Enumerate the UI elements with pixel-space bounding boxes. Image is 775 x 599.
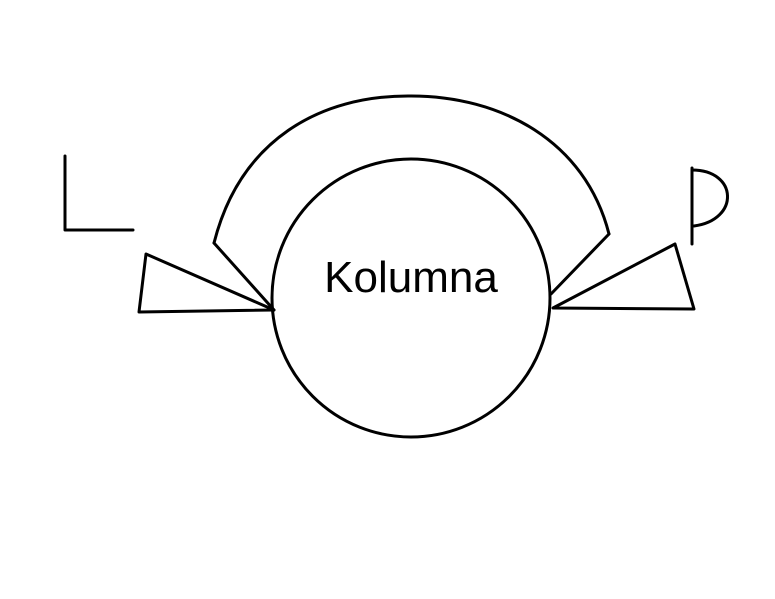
center-label: Kolumna xyxy=(324,253,498,302)
center-circle xyxy=(270,157,552,439)
left-letter-l: L xyxy=(63,154,135,232)
right-letter-p: P xyxy=(690,166,729,246)
right-wedge xyxy=(551,242,696,311)
top-arc xyxy=(212,94,611,245)
left-wedge xyxy=(137,252,276,314)
left-connector xyxy=(212,241,276,312)
right-connector xyxy=(549,232,611,296)
